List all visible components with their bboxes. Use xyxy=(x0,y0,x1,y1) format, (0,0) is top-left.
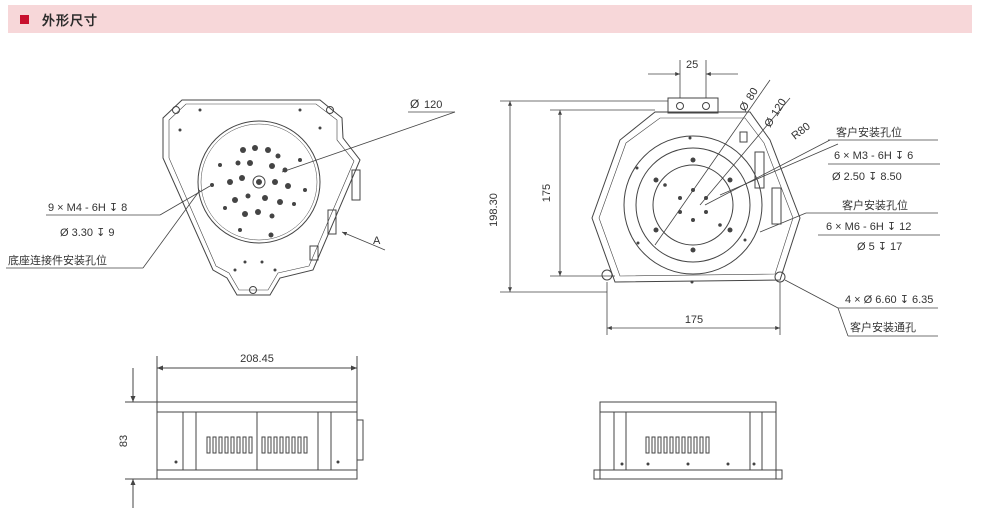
side-height-label: 83 xyxy=(118,435,130,447)
cust1-label: 客户安装孔位 xyxy=(836,125,902,139)
bottom-dia-label: 120 xyxy=(424,99,442,111)
radius-label: R80 xyxy=(789,120,812,142)
through-spec: 4 × Ø 6.60 ↧ 6.35 xyxy=(845,294,933,306)
cust2-hole: Ø 5 ↧ 17 xyxy=(857,241,902,253)
bottom-dia-symbol: Ø xyxy=(410,97,419,111)
side-view-left xyxy=(125,356,364,508)
through-label: 客户安装通孔 xyxy=(850,320,916,334)
dia-inner-symbol: Ø xyxy=(762,116,777,130)
top-view-dimensions xyxy=(500,60,938,337)
cust2-thread: 6 × M6 - 6H ↧ 12 xyxy=(826,221,911,233)
header-square-icon xyxy=(20,15,29,24)
bottom-thread-spec: 9 × M4 - 6H ↧ 8 xyxy=(48,202,127,214)
cust1-hole: Ø 2.50 ↧ 8.50 xyxy=(832,171,902,183)
top-view-holes xyxy=(635,136,747,284)
side-view-right-vents xyxy=(645,436,710,454)
dia-outer-symbol: Ø xyxy=(737,100,752,114)
dia-inner-label: 120 xyxy=(769,97,789,119)
bottom-view-leaders xyxy=(6,111,456,269)
pitch-label: 25 xyxy=(686,59,698,71)
section-header: 外形尺寸 xyxy=(8,5,972,33)
top-view-drawing xyxy=(591,97,801,283)
bottom-mount-label: 底座连接件安装孔位 xyxy=(8,253,107,267)
height-total-label: 198.30 xyxy=(488,193,500,227)
bottom-hole-spec: Ø 3.30 ↧ 9 xyxy=(60,227,114,239)
cust1-thread: 6 × M3 - 6H ↧ 6 xyxy=(834,150,913,162)
height-inner-label: 175 xyxy=(541,184,553,202)
side-width-label: 208.45 xyxy=(240,353,274,365)
section-title: 外形尺寸 xyxy=(42,14,99,29)
cust2-label: 客户安装孔位 xyxy=(842,198,908,212)
bottom-view-holes xyxy=(178,108,322,272)
side-view-left-vents xyxy=(206,436,308,454)
side-view-right xyxy=(593,401,783,480)
width-label: 175 xyxy=(685,314,703,326)
bottom-view-drawing xyxy=(162,99,361,296)
side-view-right-dots xyxy=(174,460,756,466)
dia-outer-label: 80 xyxy=(744,86,761,103)
view-arrow-label: A xyxy=(373,235,381,247)
